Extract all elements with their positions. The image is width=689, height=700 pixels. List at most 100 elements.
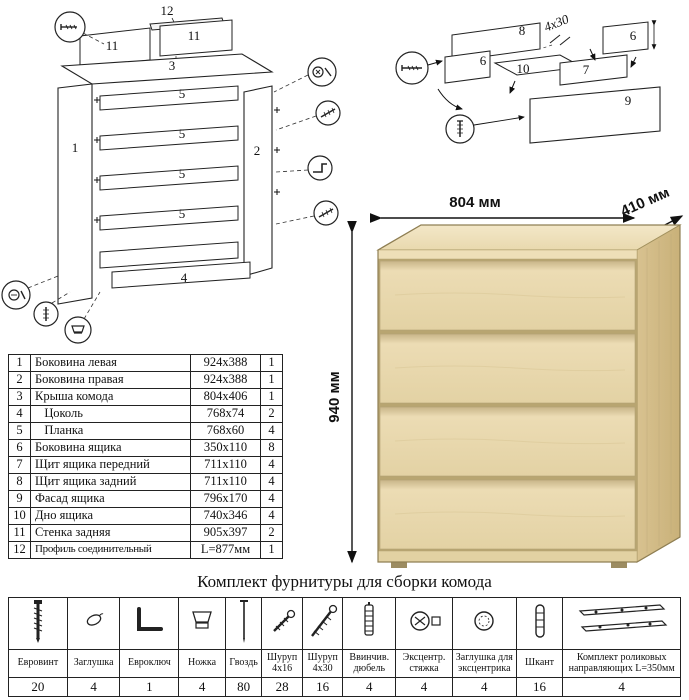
part-name: Планка <box>30 422 191 440</box>
callout-screw-bottom <box>445 114 525 144</box>
part-name: Фасад ящика <box>30 490 191 508</box>
part-qty: 4 <box>260 473 283 491</box>
part-qty: 8 <box>260 439 283 457</box>
part-size: 924x388 <box>190 354 261 372</box>
callout-bracket-right <box>275 155 333 181</box>
dresser-render: 804 мм 410 мм 940 мм <box>326 190 684 568</box>
screw-size-callout: 4x30 <box>539 11 572 50</box>
screw-icon <box>43 307 49 321</box>
part-num: 1 <box>8 354 31 372</box>
part-name: Стенка задняя <box>30 524 191 542</box>
hardware-qty: 16 <box>301 677 344 697</box>
hardware-name: Ножка <box>178 649 226 678</box>
screw-icon <box>320 107 336 118</box>
part-label-5b: 5 <box>179 126 186 141</box>
hardware-name: Гвоздь <box>224 649 263 678</box>
drawer-side-panel-right-6: 6 <box>602 20 657 55</box>
dresser-foot-right <box>611 562 627 568</box>
part-qty: 4 <box>260 507 283 525</box>
part-size: 768x74 <box>190 405 261 423</box>
dresser-body <box>376 224 682 568</box>
hardware-kit-table: Евровинт Заглушка Евроключ Ножка Гвоздь … <box>8 597 681 697</box>
hardware-qty: 16 <box>515 677 564 697</box>
wood-dowel-icon <box>534 604 545 638</box>
hardware-qty: 28 <box>261 677 303 697</box>
part-name: Щит ящика передний <box>30 456 191 474</box>
assembly-arrows <box>437 48 637 111</box>
callout-screw-right-2 <box>275 200 339 226</box>
part-size: 740x346 <box>190 507 261 525</box>
side-panel-left-1: 1 <box>57 83 93 305</box>
hardware-qty: 20 <box>8 677 68 697</box>
callout-screw-right-1 <box>275 100 341 131</box>
part-qty: 1 <box>260 388 283 406</box>
part-num: 3 <box>8 388 31 406</box>
drawer-2 <box>379 333 636 404</box>
hardware-qty: 80 <box>224 677 263 697</box>
screw-icon <box>60 24 77 30</box>
cam-lock-icon <box>410 611 441 631</box>
part-size: 905x397 <box>190 524 261 542</box>
part-name: Крыша комода <box>30 388 191 406</box>
part-qty: 4 <box>260 490 283 508</box>
part-label-9: 9 <box>625 93 632 108</box>
part-label-3: 3 <box>169 58 176 73</box>
part-label-5a: 5 <box>179 86 186 101</box>
side-panel-right-2: 2 <box>243 85 273 277</box>
hardware-qty: 4 <box>66 677 121 697</box>
part-size: 350x110 <box>190 439 261 457</box>
foot-icon <box>71 325 85 334</box>
part-num: 9 <box>8 490 31 508</box>
part-label-7: 7 <box>583 62 590 77</box>
drawer-fronts <box>379 260 636 550</box>
hardware-name: Заглушка для эксцентрика <box>451 649 517 678</box>
hardware-qty: 1 <box>119 677 180 697</box>
part-qty: 4 <box>260 456 283 474</box>
drawer-bottom-panel-10: 10 <box>493 54 584 76</box>
part-size: 711x110 <box>190 473 261 491</box>
drawer-assembly-diagram: 8 4x30 6 6 10 7 <box>395 11 661 144</box>
hardware-qty: 4 <box>451 677 517 697</box>
hardware-qty: 4 <box>178 677 226 697</box>
part-qty: 1 <box>260 541 283 559</box>
top-panel-3: 3 <box>60 53 274 85</box>
assembly-cross-marks <box>94 97 280 223</box>
part-label-2: 2 <box>254 143 261 158</box>
part-label-6b: 6 <box>630 28 637 43</box>
part-num: 8 <box>8 473 31 491</box>
part-num: 2 <box>8 371 31 389</box>
part-name: Боковина правая <box>30 371 191 389</box>
drawer-slides-icon <box>578 604 668 632</box>
callout-cam-right <box>273 57 337 93</box>
foot-icon <box>192 611 212 629</box>
part-label-1: 1 <box>72 140 79 155</box>
part-label-5c: 5 <box>179 166 186 181</box>
hex-key-icon <box>137 607 164 631</box>
part-label-12: 12 <box>161 3 174 18</box>
callout-screw-left <box>395 51 443 85</box>
dresser-top-face <box>376 224 682 251</box>
plug-cap-icon <box>86 613 103 626</box>
back-panel-right-11: 11 <box>159 19 233 57</box>
cam-lock-icon <box>8 289 26 301</box>
drawer-facade-9: 9 <box>529 86 661 144</box>
part-qty: 2 <box>260 405 283 423</box>
hardware-name: Ввинчив. дюбель <box>342 649 397 678</box>
hardware-name: Эксцентр. стяжка <box>395 649 453 678</box>
screw-size-label: 4x30 <box>542 11 572 35</box>
screw-icon <box>457 120 463 137</box>
part-label-5d: 5 <box>179 206 186 221</box>
part-name: Цоколь <box>30 405 191 423</box>
part-name: Боковина левая <box>30 354 191 372</box>
screw-icon <box>401 65 422 71</box>
hardware-name: Комплект роликовых направляющих L=350мм <box>562 649 681 678</box>
drawer-1 <box>379 260 636 331</box>
cam-cover-icon <box>474 611 494 631</box>
part-size: 711x110 <box>190 456 261 474</box>
hardware-name: Шуруп 4х16 <box>261 649 303 678</box>
